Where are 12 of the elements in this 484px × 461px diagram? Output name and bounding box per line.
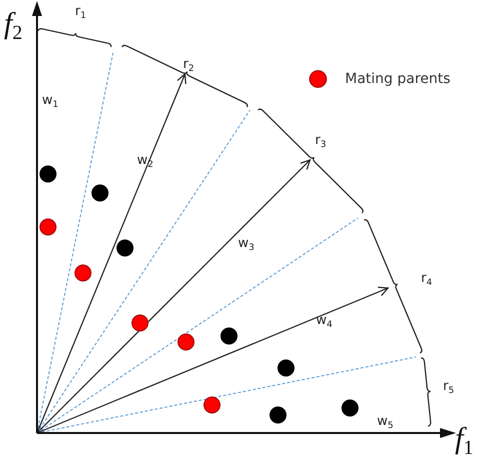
axis-label: f$_{1}$	[455, 424, 474, 458]
weight-label: w$_{1}$	[42, 94, 58, 110]
weight-label: w$_{5}$	[377, 415, 394, 431]
range-label: r$_{3}$	[315, 134, 326, 150]
range-label: r$_{1}$	[75, 5, 86, 21]
axis-label: f$_{2}$	[4, 9, 22, 43]
weight-label: w$_{4}$	[316, 314, 332, 330]
weight-label: w$_{3}$	[238, 237, 254, 253]
legend-label: Mating parents	[345, 72, 450, 86]
range-label: r$_{5}$	[443, 380, 454, 396]
range-label: r$_{4}$	[421, 272, 432, 288]
range-label: r$_{2}$	[183, 58, 194, 74]
